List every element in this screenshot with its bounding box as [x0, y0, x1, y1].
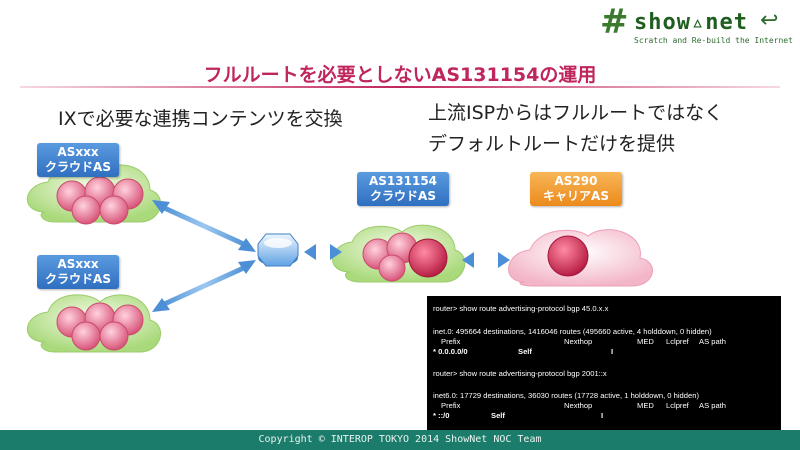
- console-header-aspath: AS path: [699, 337, 727, 346]
- badge-as131154-line2: クラウドAS: [370, 189, 436, 203]
- badge-asxxx-bottom-line1: ASxxx: [57, 257, 99, 271]
- right-heading: 上流ISPからはフルルートではなく デフォルトルートだけを提供: [428, 98, 723, 160]
- console-inet0-summary: inet.0: 495664 destinations, 1416046 rou…: [433, 327, 712, 336]
- console-header2-aspath: AS path: [699, 401, 727, 410]
- right-heading-line-2: デフォルトルートだけを提供: [428, 133, 676, 155]
- badge-as131154-line1: AS131154: [368, 174, 438, 188]
- return-arrow-icon: ↩: [760, 8, 779, 33]
- ix-hub-icon: [257, 233, 299, 267]
- console-header-nexthop: Nexthop: [564, 337, 593, 346]
- router-console: router> show route advertising-protocol …: [427, 296, 781, 436]
- arrow-hub-bottom: [152, 260, 256, 312]
- cloud-asxxx-top: [26, 164, 161, 225]
- console-header-lclpref: Lclpref: [666, 337, 689, 346]
- badge-as131154: AS131154 クラウドAS: [357, 172, 449, 206]
- cloud-as290: [508, 229, 653, 287]
- console-cmd2: router> show route advertising-protocol …: [433, 369, 607, 378]
- arrow-hub-top: [152, 200, 256, 252]
- title-divider: [20, 86, 780, 88]
- console-header2-med: MED: [637, 401, 654, 410]
- slide-title: フルルートを必要としないAS131154の運用: [203, 64, 597, 86]
- console-row2-nexthop: Self: [491, 411, 505, 420]
- logo-hash: #: [600, 2, 629, 42]
- console-header2-nexthop: Nexthop: [564, 401, 593, 410]
- console-row1-prefix: * 0.0.0.0/0: [433, 347, 468, 356]
- console-inet6-summary: inet6.0: 17729 destinations, 36030 route…: [433, 391, 699, 400]
- badge-as290-line1: AS290: [554, 174, 598, 188]
- shownet-logo: # show▵net ↩ Scratch and Re-build the In…: [600, 2, 795, 50]
- logo-text: show▵net: [634, 10, 748, 35]
- console-row2-prefix: * ::/0: [433, 411, 450, 420]
- arrow-center-carrier: [462, 252, 510, 268]
- console-header2-lclpref: Lclpref: [666, 401, 689, 410]
- console-cmd1: router> show route advertising-protocol …: [433, 304, 609, 313]
- badge-asxxx-bottom: ASxxx クラウドAS: [37, 255, 119, 289]
- cloud-asxxx-bottom: [26, 294, 161, 353]
- cloud-as131154: [332, 224, 466, 283]
- left-heading: IXで必要な連携コンテンツを交換: [58, 108, 343, 130]
- console-row1-nexthop: Self: [518, 347, 532, 356]
- arrow-hub-center: [304, 244, 342, 260]
- badge-as290-line2: キャリアAS: [543, 189, 609, 203]
- console-header-prefix: Prefix: [441, 337, 461, 346]
- console-header-med: MED: [637, 337, 654, 346]
- logo-tagline: Scratch and Re-build the Internet: [634, 36, 793, 45]
- badge-asxxx-top-line1: ASxxx: [57, 145, 99, 159]
- copyright-footer: Copyright © INTEROP TOKYO 2014 ShowNet N…: [0, 430, 800, 450]
- badge-asxxx-bottom-line2: クラウドAS: [45, 272, 111, 286]
- console-header2-prefix: Prefix: [441, 401, 461, 410]
- badge-asxxx-top-line2: クラウドAS: [45, 160, 111, 174]
- console-row1-aspath: I: [611, 347, 614, 356]
- console-row2-aspath: I: [601, 411, 604, 420]
- badge-as290: AS290 キャリアAS: [530, 172, 622, 206]
- right-heading-line-1: 上流ISPからはフルルートではなく: [428, 102, 724, 124]
- badge-asxxx-top: ASxxx クラウドAS: [37, 143, 119, 177]
